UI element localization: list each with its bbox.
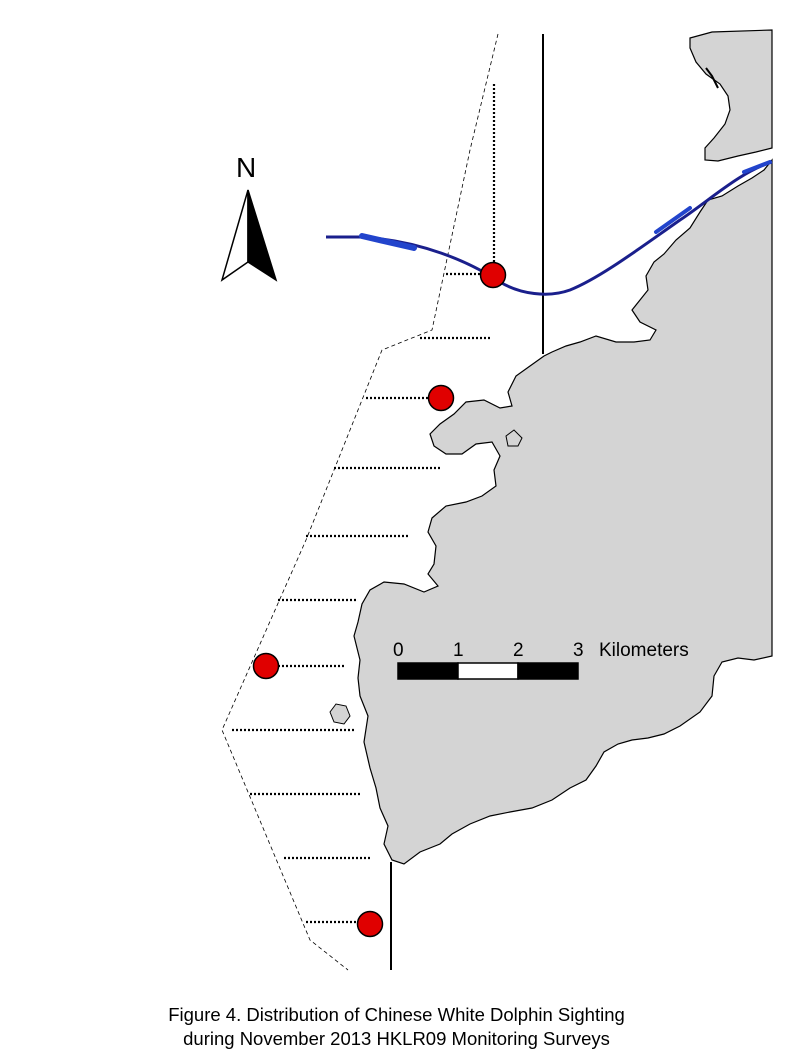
road-highlight-west [359,233,417,251]
figure-caption: Figure 4. Distribution of Chinese White … [0,1003,793,1051]
land-islet [329,703,351,725]
sighting-marker [427,384,455,412]
scale-tick-label: 2 [513,640,524,661]
transect-lines [232,84,496,924]
north-arrow-black-half [247,189,278,282]
scale-segment-black [517,662,579,680]
road-highlight-east [654,206,692,234]
land-small-island-detail [505,429,523,447]
scale-tick-label: 3 [573,640,584,661]
survey-boundary [221,33,499,971]
north-arrow-white-half [220,189,249,282]
land-detail-line [705,67,719,89]
land-main [353,158,773,865]
map-figure: N 0 1 2 3 Kilometers [220,29,773,971]
caption-line-2: during November 2013 HKLR09 Monitoring S… [183,1028,610,1049]
scale-segment-white [457,662,519,680]
scale-bar: 0 1 2 3 Kilometers [393,640,689,680]
land-north-peninsula [689,29,773,162]
north-arrow: N [220,152,278,282]
scale-tick-label: 0 [393,640,404,661]
road-highlight-end [742,160,772,174]
road-alignment [326,160,773,296]
scale-segment-black [397,662,459,680]
caption-line-1: Figure 4. Distribution of Chinese White … [168,1004,625,1025]
sighting-marker [479,261,507,289]
sighting-markers [252,261,507,938]
scale-unit-label: Kilometers [599,640,689,661]
north-label: N [236,152,256,183]
scale-tick-label: 1 [453,640,464,661]
sighting-marker [252,652,280,680]
sighting-marker [356,910,384,938]
